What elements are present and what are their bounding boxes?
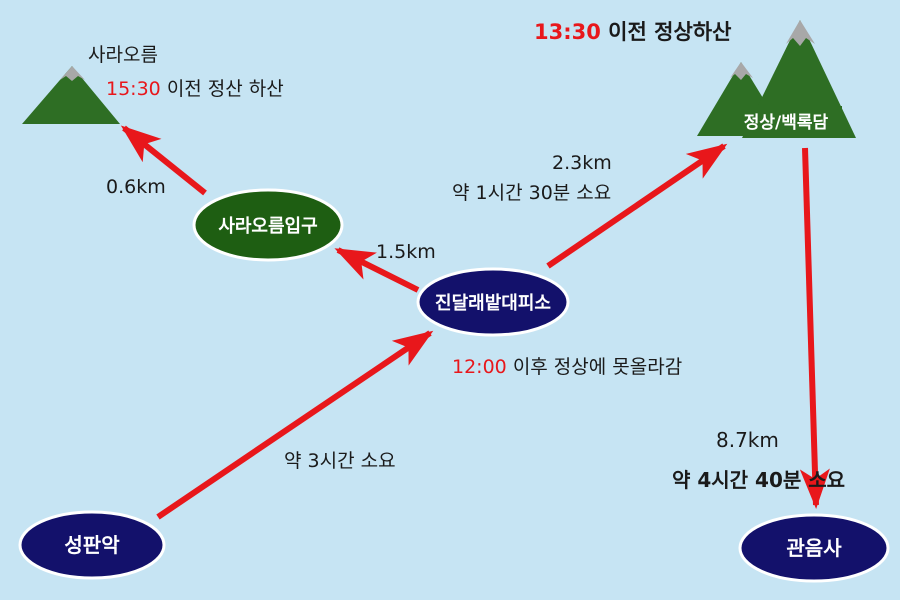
arrow-summit-to-gwaneumsa bbox=[799, 147, 830, 509]
arrow-jindallaebat-to-summit bbox=[546, 143, 728, 269]
node-gwaneumsa-label: 관음사 bbox=[786, 536, 842, 560]
dist-jindallaebat-to-entrance: 1.5km bbox=[376, 241, 436, 263]
summit-deadline: 13:30 이전 정상하산 bbox=[534, 22, 731, 43]
node-jindallaebat-label: 진달래밭대피소 bbox=[435, 293, 551, 314]
jindallaebat-cutoff-text: 이후 정상에 못올라감 bbox=[512, 356, 683, 378]
jindallaebat-cutoff-time: 12:00 bbox=[452, 356, 507, 378]
node-jindallaebat: 진달래밭대피소 bbox=[416, 267, 570, 337]
dist-entrance-to-saraoreum: 0.6km bbox=[106, 176, 166, 198]
summit-deadline-text: 이전 정상하산 bbox=[608, 20, 732, 44]
mountain-icon-summit bbox=[697, 20, 856, 138]
node-seongpanak: 성판악 bbox=[18, 510, 166, 580]
arrow-seongpanak-to-jindallaebat bbox=[156, 330, 434, 520]
node-gwaneumsa: 관음사 bbox=[738, 513, 890, 583]
saraoreum-deadline-text: 이전 정산 하산 bbox=[166, 78, 284, 100]
saraoreum-deadline: 15:30 이전 정산 하산 bbox=[106, 80, 284, 99]
node-seongpanak-label: 성판악 bbox=[64, 533, 120, 557]
node-summit-label: 정상/백록담 bbox=[744, 113, 829, 133]
saraoreum-deadline-time: 15:30 bbox=[106, 78, 161, 100]
summit-deadline-time: 13:30 bbox=[534, 20, 601, 44]
time-jindallaebat-to-summit: 약 1시간 30분 소요 bbox=[452, 182, 612, 204]
dist-jindallaebat-to-summit: 2.3km bbox=[552, 152, 612, 174]
time-seongpanak-to-jindallaebat: 약 3시간 소요 bbox=[284, 450, 396, 472]
time-summit-to-gwaneumsa: 약 4시간 40분 소요 bbox=[672, 468, 846, 492]
dist-summit-to-gwaneumsa: 8.7km bbox=[716, 428, 779, 452]
node-saraoreum-entrance: 사라오름입구 bbox=[192, 188, 344, 262]
arrow-jindallaebat-to-entrance bbox=[334, 247, 420, 293]
node-saraoreum-entrance-label: 사라오름입구 bbox=[218, 215, 317, 237]
jindallaebat-cutoff: 12:00 이후 정상에 못올라감 bbox=[452, 358, 682, 377]
mountain-icon-saraoreum bbox=[22, 66, 120, 124]
saraoreum-label: 사라오름 bbox=[88, 44, 158, 66]
arrow-entrance-to-saraoreum bbox=[120, 125, 207, 196]
